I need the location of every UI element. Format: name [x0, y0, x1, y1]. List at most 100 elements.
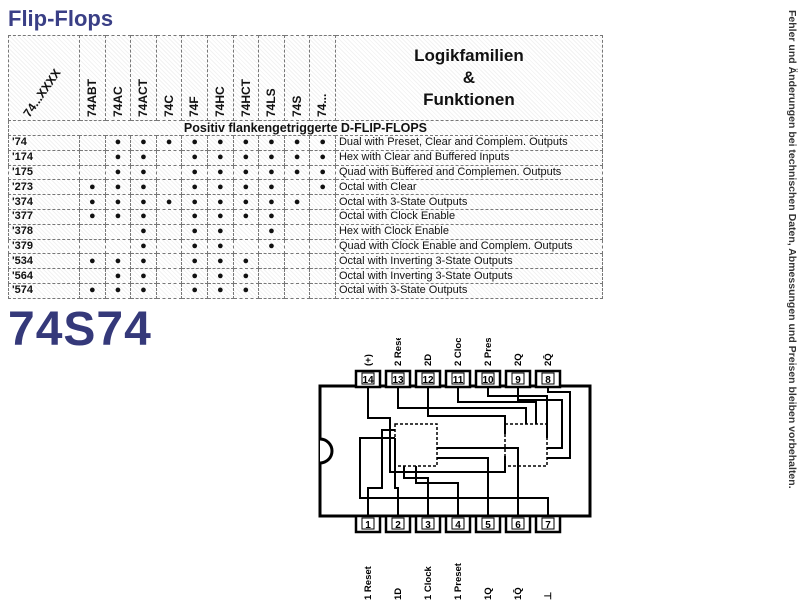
availability-cell: ●: [130, 223, 157, 240]
availability-cell: ●: [104, 135, 132, 151]
availability-cell: [155, 223, 183, 240]
part-code: '564: [8, 268, 80, 284]
pin-label: 1 Reset: [363, 565, 374, 600]
part-code: '374: [8, 194, 80, 210]
part-code: '74: [8, 135, 80, 151]
function-column-header: Logikfamilien&Funktionen: [334, 35, 603, 121]
function-description: Octal with Clock Enable: [334, 208, 603, 225]
availability-cell: ●: [181, 179, 208, 196]
availability-cell: ●: [258, 208, 285, 225]
disclaimer-note: Fehler und Änderungen bei technischen Da…: [786, 10, 798, 489]
part-code: '378: [8, 223, 80, 240]
availability-cell: ●: [232, 268, 260, 284]
function-description: Dual with Preset, Clear and Complem. Out…: [334, 135, 603, 151]
availability-cell: [283, 208, 311, 225]
function-description: Quad with Clock Enable and Complem. Outp…: [334, 238, 603, 255]
availability-cell: ●: [104, 253, 132, 270]
availability-cell: ●: [283, 135, 311, 151]
availability-cell: ●: [130, 253, 157, 270]
function-header-line: &: [462, 68, 476, 87]
pin-label: 2Q: [513, 353, 524, 366]
availability-cell: [79, 149, 106, 166]
availability-cell: [258, 253, 285, 270]
pin-pad: [421, 517, 435, 530]
availability-cell: [155, 149, 183, 166]
availability-cell: ●: [206, 282, 234, 299]
availability-cell: ●: [232, 164, 260, 181]
availability-cell: [155, 164, 183, 181]
part-code: '175: [8, 164, 80, 181]
family-header-1: 74AC: [104, 35, 132, 121]
table-row: '74●●●●●●●●●Dual with Preset, Clear and …: [8, 135, 603, 151]
availability-cell: [155, 268, 183, 284]
availability-cell: ●: [206, 238, 234, 255]
availability-cell: [79, 268, 106, 284]
page-title: Flip-Flops: [8, 6, 114, 31]
function-description: Quad with Buffered and Complemen. Output…: [334, 164, 603, 181]
availability-cell: ●: [181, 238, 208, 255]
pin-number: 11: [453, 375, 464, 386]
family-header-6: 74HCT: [232, 35, 260, 121]
pin-number: 1: [365, 520, 371, 531]
pin-label: 2 Clock: [453, 338, 464, 366]
pin-label: 2Q̄: [543, 353, 554, 366]
availability-cell: ●: [130, 164, 157, 181]
table-row: '378●●●●Hex with Clock Enable: [8, 223, 603, 240]
family-label: 74HCT: [238, 78, 253, 117]
pin-pad: [511, 372, 525, 385]
part-code: '273: [8, 179, 80, 196]
table-row: '564●●●●●Octal with Inverting 3-State Ou…: [8, 268, 603, 284]
pin-label: (+): [363, 354, 374, 366]
availability-cell: ●: [130, 149, 157, 166]
family-label: 74LS: [264, 88, 279, 117]
availability-cell: [309, 223, 336, 240]
availability-cell: ●: [206, 179, 234, 196]
table-row: '377●●●●●●●Octal with Clock Enable: [8, 208, 603, 225]
availability-cell: [79, 164, 106, 181]
availability-cell: [283, 238, 311, 255]
function-description: Octal with Inverting 3-State Outputs: [334, 268, 603, 284]
availability-cell: ●: [104, 194, 132, 210]
function-description: Octal with Inverting 3-State Outputs: [334, 253, 603, 270]
availability-cell: ●: [155, 135, 183, 151]
availability-cell: ●: [104, 282, 132, 299]
availability-cell: [283, 179, 311, 196]
availability-cell: ●: [181, 282, 208, 299]
availability-cell: [309, 194, 336, 210]
availability-cell: [283, 223, 311, 240]
family-label: 74S: [289, 95, 304, 117]
availability-cell: ●: [79, 253, 106, 270]
family-header-5: 74HC: [206, 35, 234, 121]
availability-cell: ●: [258, 223, 285, 240]
family-header-9: 74...: [309, 35, 336, 121]
pin-pad: [391, 517, 405, 530]
family-header-2: 74ACT: [130, 35, 157, 121]
availability-cell: ●: [130, 268, 157, 284]
pin-number: 2: [395, 520, 401, 531]
pin-label: 1Q̄: [513, 587, 524, 600]
table-row: '273●●●●●●●●Octal with Clear: [8, 179, 603, 196]
availability-cell: ●: [104, 149, 132, 166]
availability-cell: ●: [232, 282, 260, 299]
availability-cell: [79, 223, 106, 240]
availability-cell: ●: [258, 164, 285, 181]
availability-cell: [283, 282, 311, 299]
pin-pad: [541, 517, 555, 530]
table-row: '175●●●●●●●●Quad with Buffered and Compl…: [8, 164, 603, 181]
availability-cell: ●: [309, 164, 336, 181]
part-code: '174: [8, 149, 80, 166]
part-code: '534: [8, 253, 80, 270]
availability-cell: [258, 268, 285, 284]
circuit-trace: [437, 457, 489, 516]
availability-cell: [309, 253, 336, 270]
pin-label: 1 Preset: [453, 562, 464, 600]
availability-cell: ●: [130, 238, 157, 255]
pin-pad: [481, 372, 495, 385]
pin-pad: [451, 517, 465, 530]
family-label: 74C: [161, 94, 176, 117]
table-row: '534●●●●●●Octal with Inverting 3-State O…: [8, 253, 603, 270]
pin-label: 2D: [423, 354, 434, 366]
availability-cell: [155, 253, 183, 270]
